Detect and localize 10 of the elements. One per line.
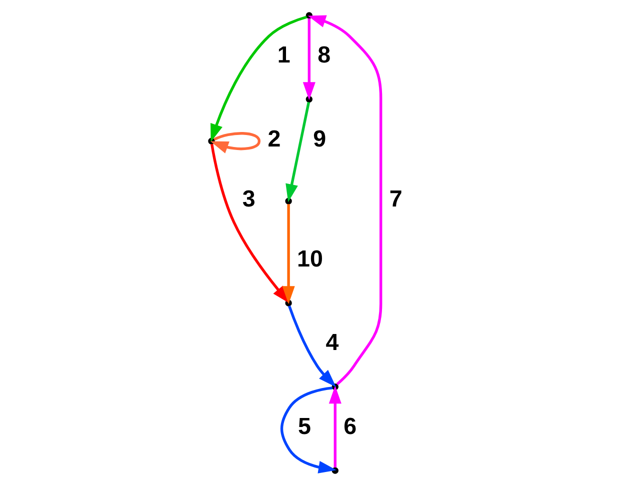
edge-label: 1 — [277, 42, 290, 68]
edge-label: 10 — [297, 245, 323, 272]
edge-label: 7 — [389, 185, 402, 212]
edge-label: 5 — [298, 412, 311, 439]
edge-label: 4 — [326, 329, 339, 356]
edge-label: 2 — [268, 125, 281, 152]
edge-label: 6 — [344, 412, 357, 439]
edge-label: 9 — [313, 125, 326, 152]
edge-label: 3 — [242, 185, 256, 212]
edge-label: 8 — [318, 42, 331, 68]
